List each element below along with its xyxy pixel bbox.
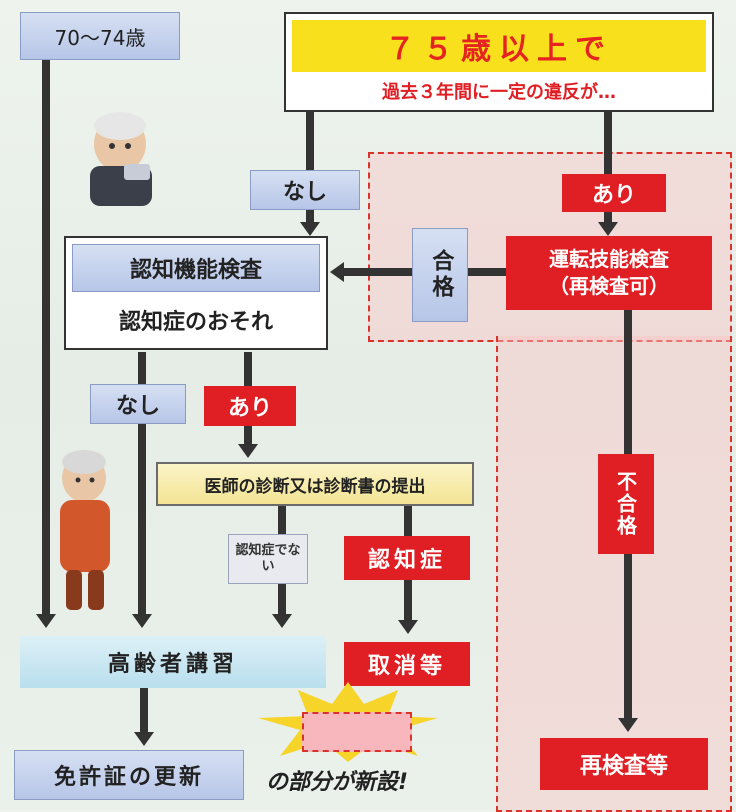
- legend-shinsetsu: の部分が新設!: [266, 770, 409, 795]
- arrow-75-right: [598, 222, 618, 236]
- arrow-ari2: [238, 444, 258, 458]
- arrow-nashi2: [132, 614, 152, 628]
- line-75-right: [604, 110, 612, 224]
- box-ishi: 医師の診断又は診断書の提出: [156, 462, 474, 506]
- badge-ari-1: あり: [562, 174, 666, 212]
- box-saikensa: 再検査等: [540, 738, 708, 790]
- arrow-unten-down: [618, 718, 638, 732]
- elderly-man-illustration-icon: [90, 112, 152, 206]
- box-age-75-sub: 過去３年間に一定の違反が…: [382, 82, 616, 103]
- legend-pink-swatch: [302, 712, 412, 752]
- box-unten-kensa: 運転技能検査 （再検査可）: [506, 236, 712, 310]
- box-ninchi-osore: 認知症のおそれ: [118, 310, 273, 335]
- arrow-koureisha-down: [134, 732, 154, 746]
- arrow-goukaku: [330, 262, 344, 282]
- badge-goukaku: 合格: [412, 228, 468, 322]
- new-section-zone-bottom: [496, 336, 732, 812]
- badge-ninchisho: 認知症: [344, 536, 470, 580]
- line-75-left: [306, 110, 314, 224]
- box-koureisha: 高齢者講習: [20, 636, 326, 688]
- box-age-75-title: ７５歳以上で: [292, 20, 706, 72]
- arrow-ishi-right: [398, 620, 418, 634]
- line-nashi2: [138, 352, 146, 616]
- box-age-75: ７５歳以上で 過去３年間に一定の違反が…: [284, 12, 714, 112]
- box-ninchi-kensa: 認知機能検査: [72, 244, 320, 292]
- line-koureisha-down: [140, 688, 148, 734]
- badge-ninchi-denai: 認知症でない: [228, 534, 308, 584]
- badge-ari-2: あり: [204, 386, 296, 426]
- arrow-ishi-left: [272, 614, 292, 628]
- badge-fugoukaku: 不合格: [598, 454, 654, 554]
- box-menkyo: 免許証の更新: [14, 750, 244, 800]
- badge-nashi-1: なし: [250, 170, 360, 210]
- arrow-75-left: [300, 222, 320, 236]
- line-70-down: [42, 60, 50, 616]
- elderly-woman-illustration-icon: [60, 450, 110, 610]
- box-age-70-74: 70〜74歳: [20, 12, 180, 60]
- box-ninchi: 認知機能検査 認知症のおそれ: [64, 236, 328, 350]
- arrow-70-down: [36, 614, 56, 628]
- box-torikeshi: 取消等: [344, 642, 470, 686]
- badge-nashi-2: なし: [90, 384, 186, 424]
